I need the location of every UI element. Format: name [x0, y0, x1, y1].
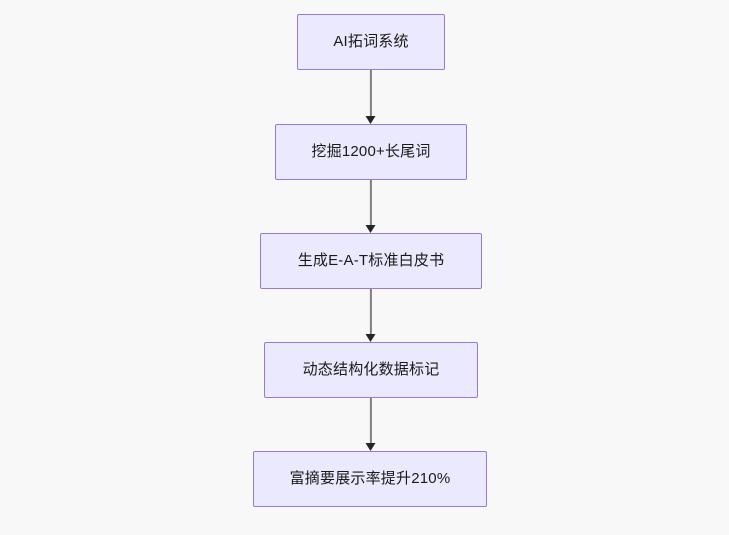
edge-line: [369, 180, 373, 226]
arrowhead-icon: [365, 225, 376, 233]
edge-line: [369, 398, 373, 444]
edge-line: [369, 70, 373, 117]
edge-line: [369, 289, 373, 335]
flow-node-dynamic-structured-data-markup[interactable]: 动态结构化数据标记: [264, 342, 478, 398]
flow-node-label: 富摘要展示率提升210%: [289, 470, 451, 487]
flow-node-label: AI拓词系统: [333, 33, 409, 50]
arrowhead-icon: [365, 116, 376, 124]
flow-node-label: 挖掘1200+长尾词: [311, 143, 431, 160]
flow-node-label: 动态结构化数据标记: [302, 361, 440, 378]
flow-node-ai-keyword-system[interactable]: AI拓词系统: [297, 14, 445, 70]
flow-node-mine-longtail-keywords[interactable]: 挖掘1200+长尾词: [275, 124, 467, 180]
flow-node-generate-eat-whitepaper[interactable]: 生成E-A-T标准白皮书: [260, 233, 482, 289]
flow-node-rich-snippet-rate-increase[interactable]: 富摘要展示率提升210%: [253, 451, 487, 507]
flow-node-label: 生成E-A-T标准白皮书: [297, 252, 445, 269]
arrowhead-icon: [365, 443, 376, 451]
arrowhead-icon: [365, 334, 376, 342]
